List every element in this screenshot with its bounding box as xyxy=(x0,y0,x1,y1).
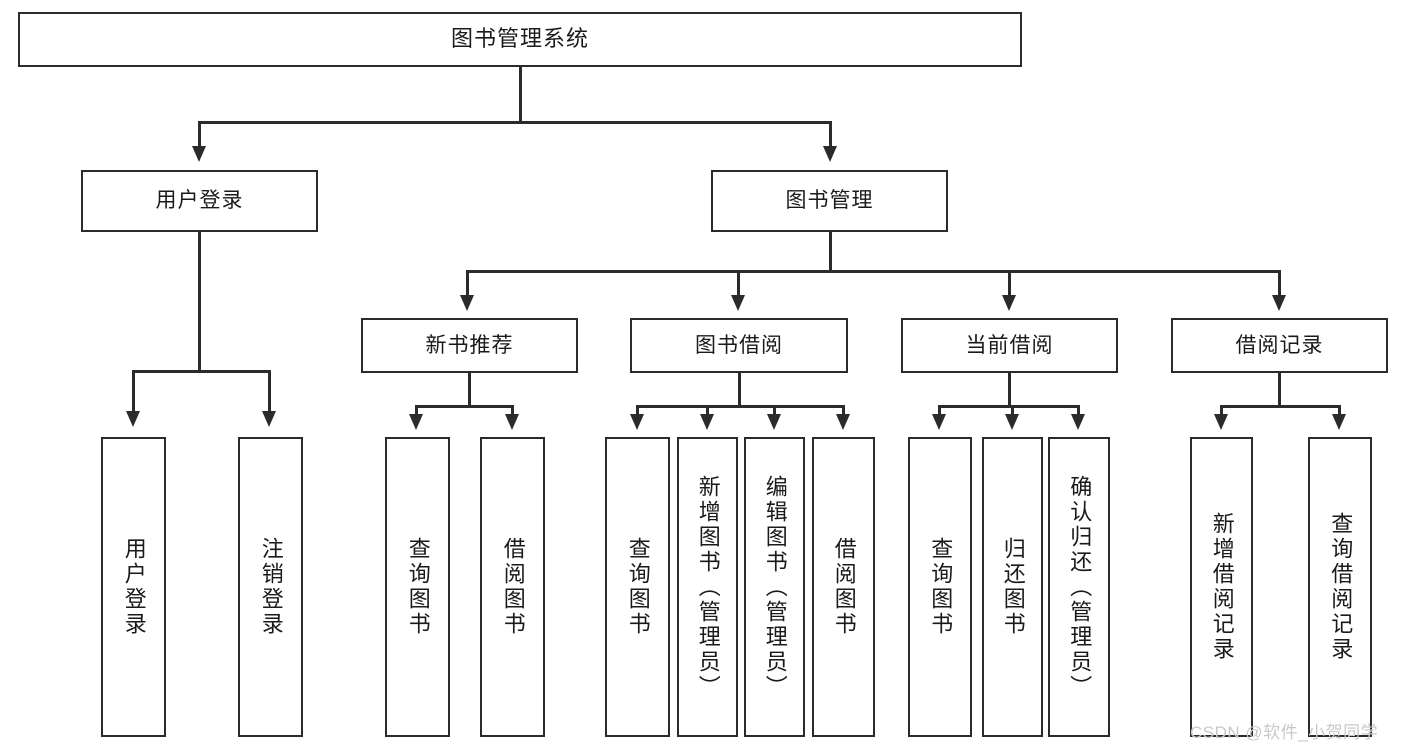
edge-user-login-to-leaf-1 xyxy=(132,370,135,413)
node-leaf-query-record-label: 查询借阅记录 xyxy=(1328,512,1354,662)
node-user-login[interactable]: 用户登录 xyxy=(81,170,318,232)
edge-br-to-leaf-2 xyxy=(1338,405,1341,417)
edge-book-manage-to-l3-2 xyxy=(737,270,740,297)
arrow-nbr-to-leaf-1 xyxy=(409,414,423,430)
arrow-bb-to-leaf-3 xyxy=(767,414,781,430)
node-leaf-add-record[interactable]: 新增借阅记录 xyxy=(1190,437,1253,737)
node-book-borrow-label: 图书借阅 xyxy=(695,333,783,357)
node-user-login-label: 用户登录 xyxy=(155,189,244,213)
arrow-book-manage-to-l3-1 xyxy=(460,295,474,311)
edge-nbr-to-leaf-1 xyxy=(415,405,418,417)
arrow-br-to-leaf-2 xyxy=(1332,414,1346,430)
node-leaf-query-book-3[interactable]: 查询图书 xyxy=(908,437,972,737)
node-leaf-confirm-return-label: 确认归还（管理员） xyxy=(1067,474,1093,700)
edge-bb-to-leaf-2 xyxy=(706,405,709,417)
arrow-bb-to-leaf-2 xyxy=(700,414,714,430)
node-root-label: 图书管理系统 xyxy=(450,26,589,52)
edge-user-login-to-leaf-2 xyxy=(268,370,271,413)
node-leaf-return-book-label: 归还图书 xyxy=(1000,537,1026,637)
edge-cb-to-leaf-2 xyxy=(1011,405,1014,417)
edge-current-borrow-bus xyxy=(938,405,1079,408)
node-leaf-borrow-book-2-label: 借阅图书 xyxy=(831,537,857,637)
node-leaf-add-record-label: 新增借阅记录 xyxy=(1209,512,1235,662)
edge-user-login-stem xyxy=(198,232,201,372)
edge-cb-to-leaf-1 xyxy=(938,405,941,417)
node-new-book-recommend[interactable]: 新书推荐 xyxy=(361,318,578,373)
edge-root-stem xyxy=(519,67,522,123)
node-leaf-query-book-1[interactable]: 查询图书 xyxy=(385,437,450,737)
edge-book-manage-to-l3-3 xyxy=(1008,270,1011,297)
node-leaf-add-book-label: 新增图书（管理员） xyxy=(695,474,721,700)
edge-book-manage-to-l3-4 xyxy=(1278,270,1281,297)
node-leaf-logout-label: 注销登录 xyxy=(258,537,284,637)
arrow-cb-to-leaf-2 xyxy=(1005,414,1019,430)
edge-new-book-recommend-bus xyxy=(415,405,513,408)
node-leaf-add-book[interactable]: 新增图书（管理员） xyxy=(677,437,738,737)
node-book-manage-label: 图书管理 xyxy=(785,189,874,213)
edge-book-manage-stem xyxy=(829,232,832,272)
edge-book-manage-to-l3-1 xyxy=(466,270,469,297)
node-current-borrow[interactable]: 当前借阅 xyxy=(901,318,1118,373)
arrow-root-to-user-login xyxy=(192,146,206,162)
node-leaf-query-book-2-label: 查询图书 xyxy=(625,537,651,637)
edge-root-bus xyxy=(198,121,830,124)
edge-root-to-user-login xyxy=(198,121,201,148)
node-borrow-record[interactable]: 借阅记录 xyxy=(1171,318,1388,373)
arrow-nbr-to-leaf-2 xyxy=(505,414,519,430)
arrow-br-to-leaf-1 xyxy=(1214,414,1228,430)
edge-br-to-leaf-1 xyxy=(1220,405,1223,417)
node-leaf-borrow-book-1-label: 借阅图书 xyxy=(500,537,526,637)
node-book-manage[interactable]: 图书管理 xyxy=(711,170,948,232)
node-leaf-return-book[interactable]: 归还图书 xyxy=(982,437,1043,737)
arrow-user-login-to-leaf-2 xyxy=(262,411,276,427)
csdn-watermark: CSDN @软件_小贺同学 xyxy=(1190,723,1379,742)
node-leaf-borrow-book-1[interactable]: 借阅图书 xyxy=(480,437,545,737)
node-leaf-edit-book[interactable]: 编辑图书（管理员） xyxy=(744,437,805,737)
node-leaf-logout[interactable]: 注销登录 xyxy=(238,437,303,737)
edge-nbr-to-leaf-2 xyxy=(511,405,514,417)
node-leaf-borrow-book-2[interactable]: 借阅图书 xyxy=(812,437,875,737)
edge-book-borrow-stem xyxy=(738,373,741,407)
edge-book-manage-bus xyxy=(466,270,1280,273)
node-leaf-query-book-1-label: 查询图书 xyxy=(405,537,431,637)
edge-borrow-record-stem xyxy=(1278,373,1281,407)
node-leaf-user-login-label: 用户登录 xyxy=(121,537,147,637)
node-new-book-recommend-label: 新书推荐 xyxy=(425,333,514,357)
node-leaf-confirm-return[interactable]: 确认归还（管理员） xyxy=(1048,437,1110,737)
arrow-root-to-book-manage xyxy=(823,146,837,162)
node-book-borrow[interactable]: 图书借阅 xyxy=(630,318,848,373)
edge-root-to-book-manage xyxy=(829,121,832,148)
arrow-book-manage-to-l3-3 xyxy=(1002,295,1016,311)
edge-bb-to-leaf-3 xyxy=(773,405,776,417)
edge-borrow-record-bus xyxy=(1220,405,1340,408)
edge-book-borrow-bus xyxy=(636,405,844,408)
edge-cb-to-leaf-3 xyxy=(1077,405,1080,417)
arrow-cb-to-leaf-1 xyxy=(932,414,946,430)
edge-current-borrow-stem xyxy=(1008,373,1011,407)
node-leaf-user-login[interactable]: 用户登录 xyxy=(101,437,166,737)
arrow-bb-to-leaf-4 xyxy=(836,414,850,430)
arrow-bb-to-leaf-1 xyxy=(630,414,644,430)
edge-bb-to-leaf-4 xyxy=(842,405,845,417)
edge-bb-to-leaf-1 xyxy=(636,405,639,417)
node-root[interactable]: 图书管理系统 xyxy=(18,12,1022,67)
node-leaf-edit-book-label: 编辑图书（管理员） xyxy=(762,474,788,700)
node-leaf-query-book-2[interactable]: 查询图书 xyxy=(605,437,670,737)
arrow-book-manage-to-l3-4 xyxy=(1272,295,1286,311)
arrow-book-manage-to-l3-2 xyxy=(731,295,745,311)
arrow-cb-to-leaf-3 xyxy=(1071,414,1085,430)
node-leaf-query-record[interactable]: 查询借阅记录 xyxy=(1308,437,1372,737)
arrow-user-login-to-leaf-1 xyxy=(126,411,140,427)
node-current-borrow-label: 当前借阅 xyxy=(965,333,1054,357)
node-leaf-query-book-3-label: 查询图书 xyxy=(928,537,954,637)
edge-user-login-bus xyxy=(132,370,270,373)
node-borrow-record-label: 借阅记录 xyxy=(1235,333,1324,357)
edge-new-book-recommend-stem xyxy=(468,373,471,407)
